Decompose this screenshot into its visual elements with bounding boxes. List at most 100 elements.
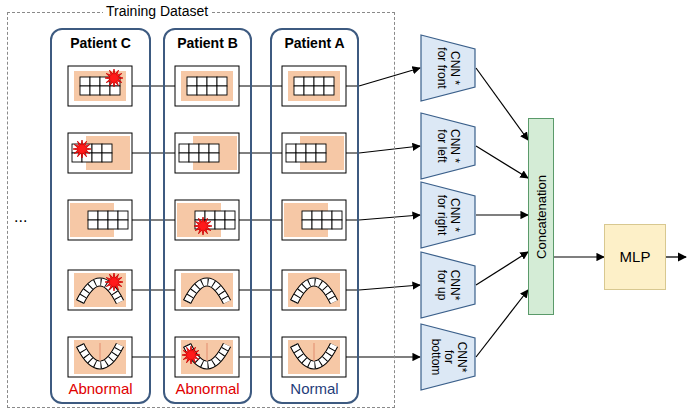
tooth-cell bbox=[207, 77, 217, 86]
tooth-cell bbox=[207, 86, 217, 95]
patient-header: Patient C bbox=[52, 35, 149, 52]
flow-arrow bbox=[359, 356, 420, 357]
face-area bbox=[181, 71, 233, 101]
cnn-encoder: CNN * for left bbox=[420, 112, 476, 180]
lesion-star bbox=[105, 69, 123, 87]
image-frame bbox=[282, 66, 346, 106]
row-link bbox=[346, 290, 358, 291]
tooth-cell bbox=[314, 86, 324, 95]
face-area bbox=[177, 203, 221, 237]
arch-outline bbox=[294, 282, 334, 302]
tooth-cell bbox=[199, 144, 209, 153]
flow-arrow bbox=[359, 215, 420, 220]
row-link bbox=[239, 220, 282, 221]
trapezoid-shape bbox=[421, 252, 475, 318]
image-frame bbox=[68, 200, 132, 240]
group-title: Training Dataset bbox=[103, 3, 211, 20]
row-link bbox=[239, 357, 282, 358]
row-link bbox=[346, 357, 358, 358]
tooth-cell bbox=[209, 144, 219, 153]
image-frame bbox=[175, 133, 239, 173]
tooth-cell bbox=[102, 153, 112, 162]
tooth-cell bbox=[80, 86, 90, 95]
status-label: Abnormal bbox=[165, 380, 250, 398]
tooth-cell bbox=[205, 211, 215, 220]
tooth-cell bbox=[332, 211, 342, 220]
trapezoid-shape bbox=[421, 113, 475, 179]
image-frame bbox=[68, 133, 132, 173]
tooth-cell bbox=[304, 77, 314, 86]
tooth-cell bbox=[302, 211, 312, 220]
tooth-cell bbox=[294, 86, 304, 95]
tooth-cell bbox=[189, 153, 199, 162]
row-link bbox=[132, 86, 175, 87]
tooth-cell bbox=[88, 220, 98, 229]
tooth-cell bbox=[80, 77, 90, 86]
cnn-label: CNN * for right bbox=[435, 193, 461, 237]
tooth-cell bbox=[102, 144, 112, 153]
arch-fill bbox=[187, 282, 227, 302]
tooth-cell bbox=[199, 153, 209, 162]
face-area bbox=[288, 71, 340, 101]
tooth-dividers bbox=[187, 282, 227, 302]
tooth-cell bbox=[217, 77, 227, 86]
flow-arrow bbox=[476, 252, 528, 285]
tooth-cell bbox=[187, 77, 197, 86]
tooth-cell bbox=[100, 86, 110, 95]
tooth-cell bbox=[316, 144, 326, 153]
row-link bbox=[239, 86, 282, 87]
mlp-label: MLP bbox=[620, 248, 651, 266]
tooth-cell bbox=[90, 86, 100, 95]
row-link bbox=[132, 290, 175, 291]
tooth-cell bbox=[312, 211, 322, 220]
tooth-cell bbox=[215, 220, 225, 229]
face-area bbox=[181, 340, 233, 374]
row-link bbox=[132, 220, 175, 221]
concat-label: Concatenation bbox=[534, 127, 549, 307]
tooth-cell bbox=[312, 220, 322, 229]
patient-header: Patient A bbox=[272, 35, 357, 52]
lesion-star bbox=[105, 273, 123, 291]
tooth-cell bbox=[324, 77, 334, 86]
tongue-line bbox=[206, 343, 208, 361]
trapezoid-shape bbox=[421, 324, 475, 390]
trapezoid-shape bbox=[421, 182, 475, 248]
flow-arrow bbox=[554, 256, 604, 257]
face-area bbox=[70, 203, 114, 237]
patient-column: Patient C Abnormal bbox=[50, 28, 151, 404]
row-link bbox=[346, 153, 358, 154]
tooth-cell bbox=[92, 144, 102, 153]
flow-arrow bbox=[359, 68, 420, 86]
dataset-group: Training DatasetPatient CAbnormalPatient… bbox=[7, 12, 395, 408]
concat-bar: Concatenation bbox=[528, 118, 554, 315]
tooth-cell bbox=[179, 153, 189, 162]
row-link bbox=[346, 220, 358, 221]
status-label: Normal bbox=[272, 380, 357, 398]
tooth-cell bbox=[179, 144, 189, 153]
image-frame bbox=[282, 200, 346, 240]
face-area bbox=[288, 340, 340, 374]
face-area bbox=[86, 136, 130, 170]
status-label: Abnormal bbox=[52, 380, 149, 398]
tooth-cell bbox=[108, 211, 118, 220]
tooth-cell bbox=[187, 86, 197, 95]
tooth-cell bbox=[332, 220, 342, 229]
trapezoid-shape bbox=[421, 35, 475, 101]
arch-fill bbox=[294, 282, 334, 302]
tooth-cell bbox=[92, 153, 102, 162]
row-link bbox=[132, 357, 175, 358]
row-link bbox=[239, 290, 282, 291]
tooth-cell bbox=[286, 144, 296, 153]
face-area bbox=[181, 273, 233, 307]
tooth-cell bbox=[306, 153, 316, 162]
lesion-star bbox=[182, 346, 200, 364]
tooth-cell bbox=[72, 153, 82, 162]
row-link bbox=[239, 153, 282, 154]
image-frame bbox=[68, 337, 132, 377]
tooth-cell bbox=[98, 211, 108, 220]
output-arrow bbox=[666, 256, 686, 257]
image-frame bbox=[175, 66, 239, 106]
image-frame bbox=[68, 270, 132, 310]
tooth-cell bbox=[322, 220, 332, 229]
